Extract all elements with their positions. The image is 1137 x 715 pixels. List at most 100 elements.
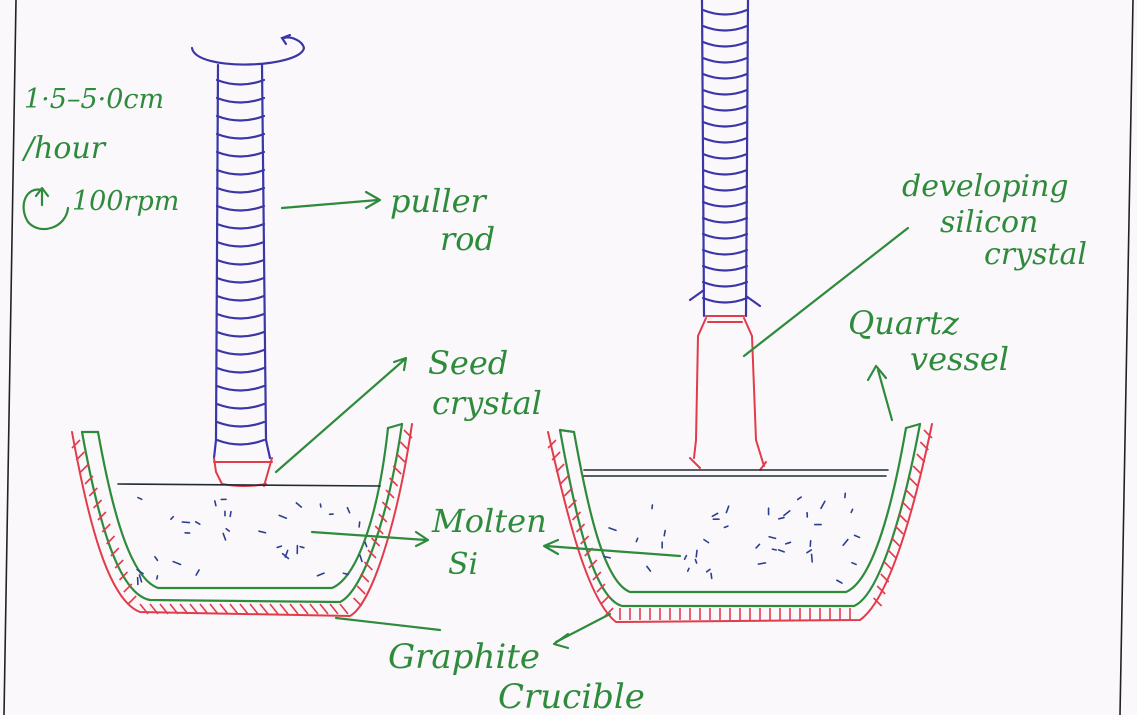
hatch-line xyxy=(888,550,896,558)
melt-speck xyxy=(807,550,811,553)
melt-speck xyxy=(851,509,852,512)
melt-speck xyxy=(138,498,142,500)
hatch-line xyxy=(310,604,318,614)
rod-coil xyxy=(703,58,747,63)
seed-label: Seed xyxy=(428,344,508,382)
melt-speck xyxy=(647,566,651,571)
pull-rate-unit-label: /hour xyxy=(21,131,107,166)
melt-speck xyxy=(843,540,848,546)
melt-speck xyxy=(347,508,349,513)
rod-coil xyxy=(217,134,264,139)
melt-speck xyxy=(685,556,687,560)
melt-speck xyxy=(798,497,801,499)
melt-speck xyxy=(724,526,728,527)
melt-speck xyxy=(320,504,321,507)
melt-speck xyxy=(139,575,141,582)
melt-speck xyxy=(756,544,759,548)
rod-coil xyxy=(703,138,747,143)
melt-speck xyxy=(821,501,825,508)
melt-speck xyxy=(296,503,301,507)
melt-speck xyxy=(837,580,842,583)
melt-speck xyxy=(786,542,791,544)
hatch-line xyxy=(910,478,918,486)
developing-crystal xyxy=(690,316,766,470)
melt-speck xyxy=(277,546,281,547)
hatch-line xyxy=(913,466,921,474)
melt-speck xyxy=(852,563,856,565)
hatch-line xyxy=(81,464,89,472)
melt-speck xyxy=(196,522,200,524)
rod-label: rod xyxy=(440,220,495,258)
hatch-line xyxy=(300,604,308,614)
melt-speck xyxy=(779,518,784,519)
melt-speck xyxy=(779,550,785,552)
molten-si-left xyxy=(137,498,367,585)
graphite-crucible-left xyxy=(72,424,412,616)
hatch-line xyxy=(397,454,405,462)
hatch-line xyxy=(357,586,365,594)
hatch-line xyxy=(400,442,408,450)
left-setup xyxy=(72,35,412,616)
hatch-line xyxy=(260,604,268,614)
rod-coil xyxy=(217,152,264,157)
melt-speck xyxy=(285,550,287,557)
melt-speck xyxy=(712,513,717,516)
hatch-line xyxy=(902,502,910,510)
si-label: Si xyxy=(448,547,478,582)
hatch-line xyxy=(906,490,914,498)
hatch-line xyxy=(892,538,900,546)
rod-coil xyxy=(217,422,264,427)
melt-speck xyxy=(812,554,813,561)
melt-speck xyxy=(171,517,173,519)
rod-coil xyxy=(217,242,264,247)
melt-speck xyxy=(855,535,860,537)
melt-speck xyxy=(196,570,199,575)
melt-speck xyxy=(226,529,229,531)
developing-label: developing xyxy=(902,169,1069,204)
rod-coil xyxy=(703,90,747,95)
melt-speck xyxy=(758,563,765,564)
rod-coil xyxy=(703,26,747,31)
rod-coil xyxy=(217,368,264,373)
hatch-line xyxy=(601,596,609,604)
rod-coil xyxy=(703,10,747,15)
rod-coil xyxy=(703,42,747,47)
silicon-label: silicon xyxy=(940,205,1038,240)
hatch-line xyxy=(330,604,338,614)
rod-coil xyxy=(217,170,264,175)
vessel-label: vessel xyxy=(910,340,1009,378)
melt-speck xyxy=(784,511,790,516)
rod-coil xyxy=(703,218,747,223)
melt-speck xyxy=(664,531,665,536)
melt-speck xyxy=(182,522,189,523)
puller-rod-right xyxy=(690,0,760,316)
rod-coil xyxy=(703,250,747,255)
melt-speck xyxy=(772,549,776,550)
rod-coil xyxy=(217,80,264,85)
melt-surface-right xyxy=(584,470,888,476)
puller-rod xyxy=(214,65,270,458)
rod-coil xyxy=(217,332,264,337)
label-group: 1·5–5·0cm /hour 100rpm puller rod Seed c… xyxy=(21,84,1087,715)
rod-coil xyxy=(217,98,264,103)
hatch-line xyxy=(280,604,288,614)
rod-coil xyxy=(703,266,747,271)
rod-coil xyxy=(703,202,747,207)
rod-coil xyxy=(217,386,264,391)
rod-coil xyxy=(703,154,747,159)
hatch-line xyxy=(240,604,248,614)
melt-speck xyxy=(704,540,709,543)
rod-coil xyxy=(703,282,747,287)
molten-label: Molten xyxy=(431,502,547,540)
rod-coil xyxy=(217,296,264,301)
hatch-line xyxy=(884,562,892,570)
melt-speck xyxy=(359,522,360,527)
rod-coil xyxy=(217,404,264,409)
hatch-line xyxy=(220,604,228,614)
melt-speck xyxy=(726,506,728,512)
crucible-label: Crucible xyxy=(498,677,645,715)
rod-coil xyxy=(217,278,264,283)
graphite-label: Graphite xyxy=(388,637,540,677)
